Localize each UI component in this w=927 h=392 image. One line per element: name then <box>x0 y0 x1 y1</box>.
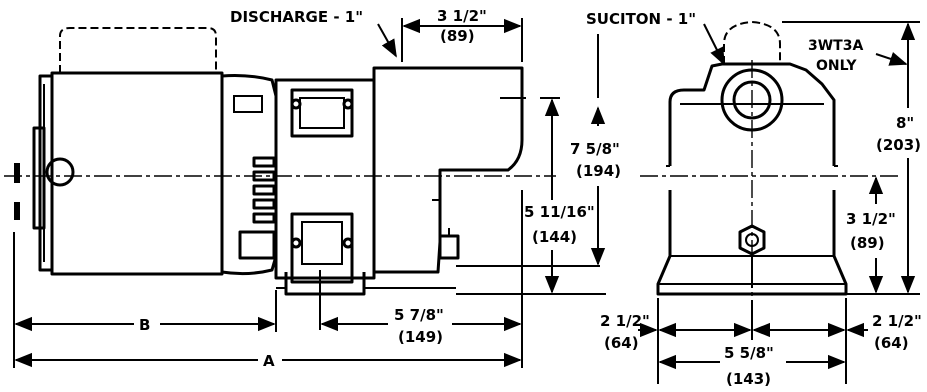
dim-body-height-in: 5 11/16" <box>524 203 595 221</box>
suction-label: SUCITON - 1" <box>586 10 696 28</box>
dim-foot-right-mm: (64) <box>874 334 909 352</box>
drain-plug <box>438 234 460 260</box>
bracket-lower-window <box>290 212 354 284</box>
pump-casing <box>372 66 524 274</box>
motor-front-housing <box>221 74 278 276</box>
bracket-upper-window <box>290 88 354 138</box>
pump-bracket <box>274 78 376 280</box>
dim-discharge-height-in: 7 5/8" <box>570 140 620 158</box>
side-view-dimensions: DISCHARGE - 1" 3 1/2" (89) 7 5/8" (194) … <box>13 7 621 370</box>
model-note-line2: ONLY <box>816 58 857 74</box>
dim-side-width-in: 3 1/2" <box>437 7 487 25</box>
side-view <box>4 27 556 296</box>
dim-base-length-mm: (149) <box>398 328 443 346</box>
dim-a-label: A <box>263 352 275 370</box>
dim-overall-height-mm: (203) <box>876 136 921 154</box>
cooling-fins <box>238 156 276 260</box>
motor-end-bell <box>32 126 46 230</box>
dim-overall-height-in: 8" <box>896 114 914 132</box>
dim-foot-right-in: 2 1/2" <box>872 312 922 330</box>
dim-body-height-mm: (144) <box>532 228 577 246</box>
motor-body <box>50 71 224 276</box>
dim-shaft-height-mm: (89) <box>850 234 885 252</box>
front-view <box>640 20 900 300</box>
dim-base-width-mm: (143) <box>726 370 771 388</box>
discharge-label: DISCHARGE - 1" <box>230 8 363 26</box>
motor-drain-circle <box>45 157 75 187</box>
dim-base-length-in: 5 7/8" <box>394 306 444 324</box>
model-note-line1: 3WT3A <box>808 38 863 54</box>
terminal-box-outline <box>59 27 217 73</box>
front-view-dimensions: SUCITON - 1" 3WT3A ONLY 8" (203) 3 1/2" … <box>586 10 922 388</box>
dim-b-label: B <box>139 316 150 334</box>
motor-end-flange <box>38 74 52 272</box>
dim-foot-left-mm: (64) <box>604 334 639 352</box>
3wt3a-outlet-outline <box>723 20 781 64</box>
dim-foot-left-in: 2 1/2" <box>600 312 650 330</box>
dim-discharge-height-mm: (194) <box>576 162 621 180</box>
dim-shaft-height-in: 3 1/2" <box>846 210 896 228</box>
dim-base-width-in: 5 5/8" <box>724 344 774 362</box>
pump-base <box>284 272 366 296</box>
front-casing <box>668 62 836 166</box>
dim-side-width-mm: (89) <box>440 27 475 45</box>
